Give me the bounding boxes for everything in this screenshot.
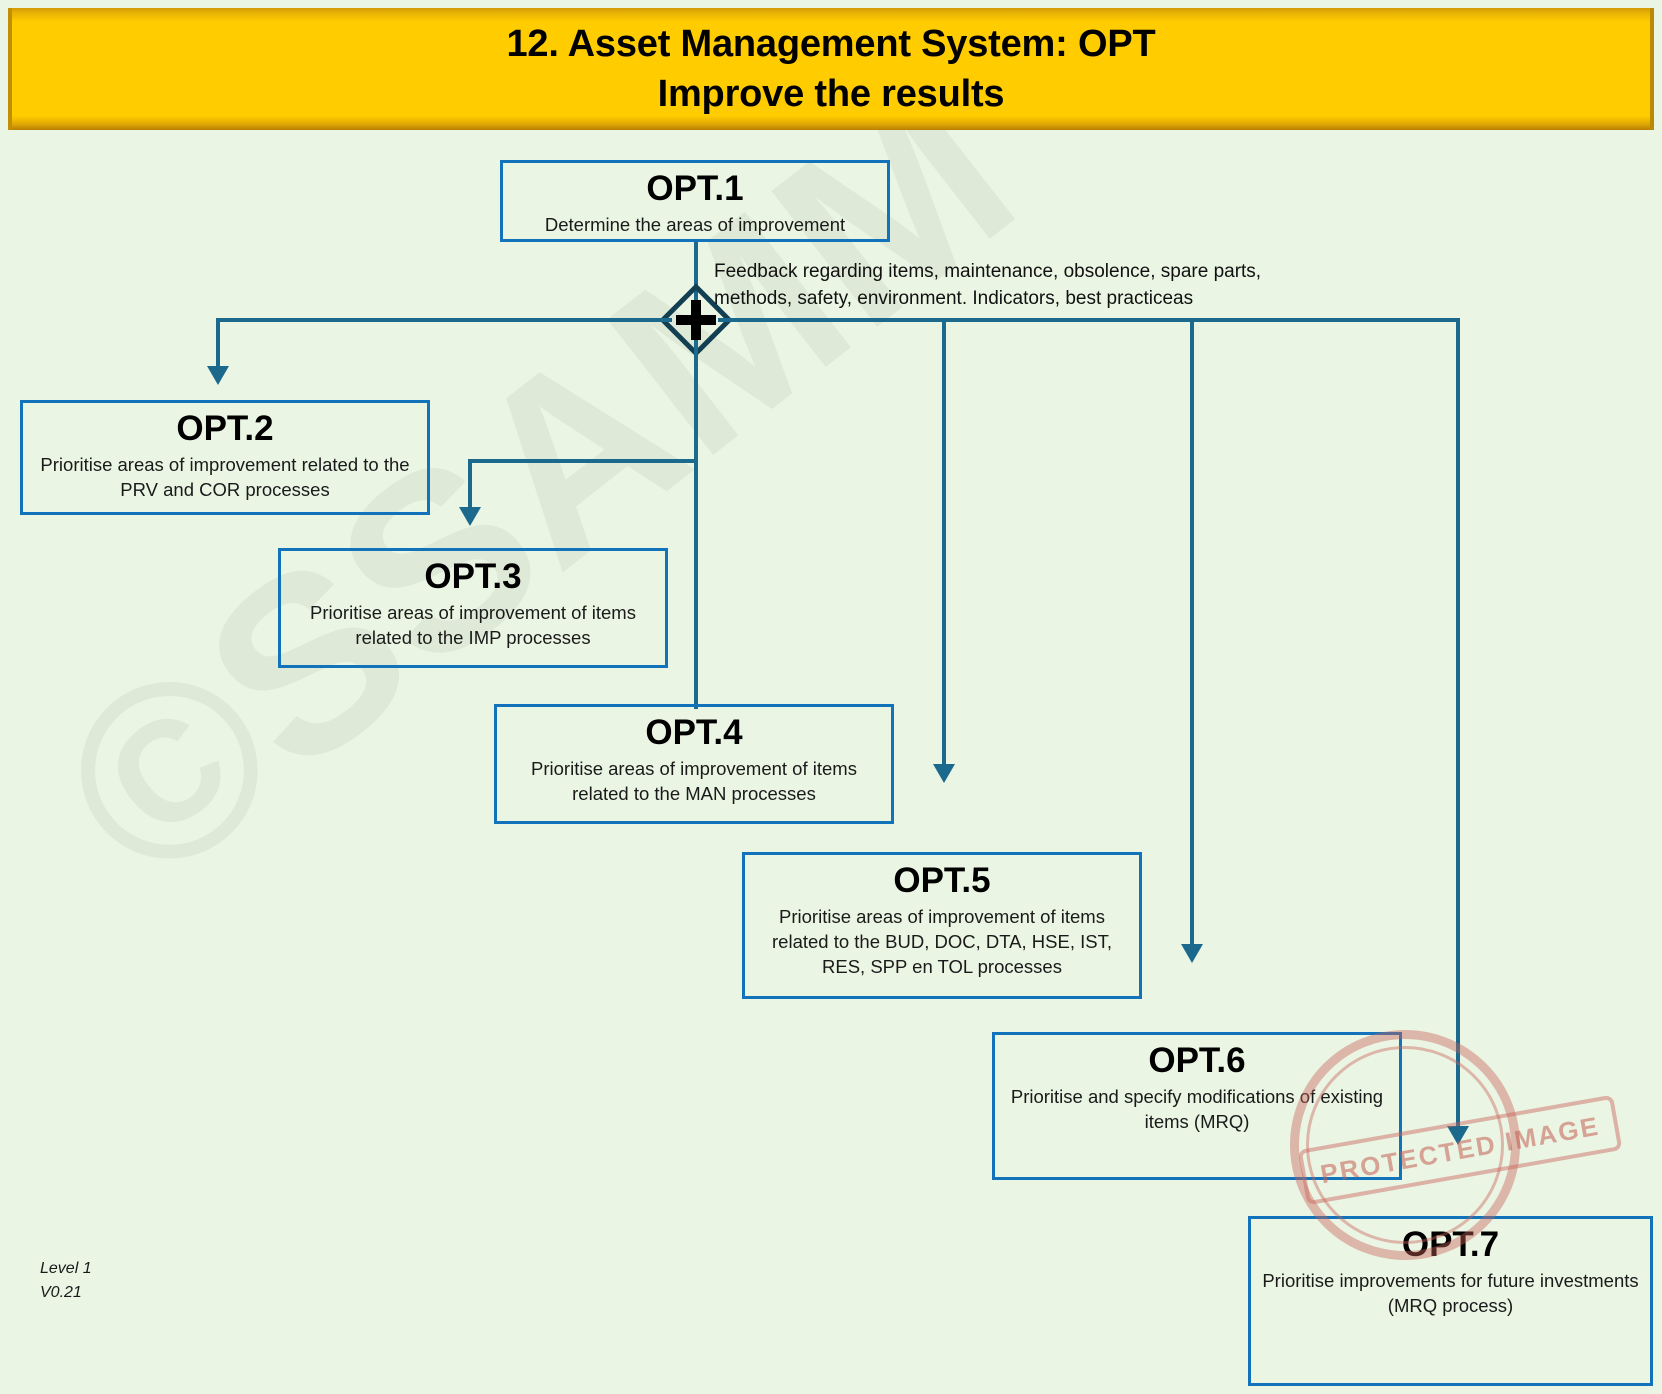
node-opt-3-desc: Prioritise areas of improvement of items… — [310, 602, 636, 649]
node-opt-1[interactable]: OPT.1 Determine the areas of improvement — [500, 160, 890, 242]
connector-bus-to-opt5 — [942, 318, 946, 768]
connector-gate-down-opt4 — [694, 459, 698, 709]
connector-bus-right — [718, 318, 1458, 322]
node-opt-1-title: OPT.1 — [646, 169, 744, 208]
connector-opt3-drop — [468, 459, 472, 511]
node-opt-2-desc: Prioritise areas of improvement related … — [40, 454, 410, 501]
connector-opt3-feed — [468, 459, 698, 463]
node-opt-3-title: OPT.3 — [424, 557, 522, 596]
node-opt-1-desc: Determine the areas of improvement — [544, 214, 846, 236]
node-opt-2-title: OPT.2 — [176, 409, 274, 448]
connector-bus-left — [216, 318, 672, 322]
connector-gate-down-opt3 — [694, 340, 698, 463]
page-title-line-2: Improve the results — [657, 73, 1005, 115]
connector-bus-to-opt7 — [1456, 318, 1460, 1130]
connector-bus-to-opt6 — [1190, 318, 1194, 948]
footer-version: V0.21 — [40, 1284, 82, 1301]
arrow-to-opt7 — [1447, 1126, 1469, 1145]
node-opt-4-title: OPT.4 — [645, 713, 743, 752]
node-opt-5-title: OPT.5 — [893, 861, 991, 900]
node-opt-6-desc: Prioritise and specify modifications of … — [1010, 1086, 1384, 1133]
node-opt-5[interactable]: OPT.5 Prioritise areas of improvement of… — [742, 852, 1142, 999]
node-opt-6-title: OPT.6 — [1148, 1041, 1246, 1080]
footer-level: Level 1 — [40, 1260, 92, 1277]
node-opt-7[interactable]: OPT.7 Prioritise improvements for future… — [1248, 1216, 1653, 1386]
node-opt-4-desc: Prioritise areas of improvement of items… — [531, 758, 857, 805]
and-gate-plus-icon — [674, 298, 718, 342]
node-opt-7-desc: Prioritise improvements for future inves… — [1262, 1270, 1639, 1317]
connector-opt1-to-gate — [694, 241, 698, 307]
node-opt-4[interactable]: OPT.4 Prioritise areas of improvement of… — [494, 704, 894, 824]
page-title-line-1: 12. Asset Management System: OPT — [506, 22, 1156, 65]
node-opt-6[interactable]: OPT.6 Prioritise and specify modificatio… — [992, 1032, 1402, 1180]
edge-label-feedback: Feedback regarding items, maintenance, o… — [714, 261, 1262, 309]
arrow-to-opt6 — [1181, 944, 1203, 963]
arrow-to-opt3 — [459, 507, 481, 526]
arrow-to-opt5 — [933, 764, 955, 783]
title-banner: 12. Asset Management System: OPT Improve… — [8, 8, 1654, 130]
node-opt-5-desc: Prioritise areas of improvement of items… — [772, 906, 1112, 978]
connector-bus-to-opt2 — [216, 318, 220, 370]
node-opt-2[interactable]: OPT.2 Prioritise areas of improvement re… — [20, 400, 430, 515]
arrow-to-opt2 — [207, 366, 229, 385]
node-opt-3[interactable]: OPT.3 Prioritise areas of improvement of… — [278, 548, 668, 668]
node-opt-7-title: OPT.7 — [1401, 1225, 1500, 1264]
